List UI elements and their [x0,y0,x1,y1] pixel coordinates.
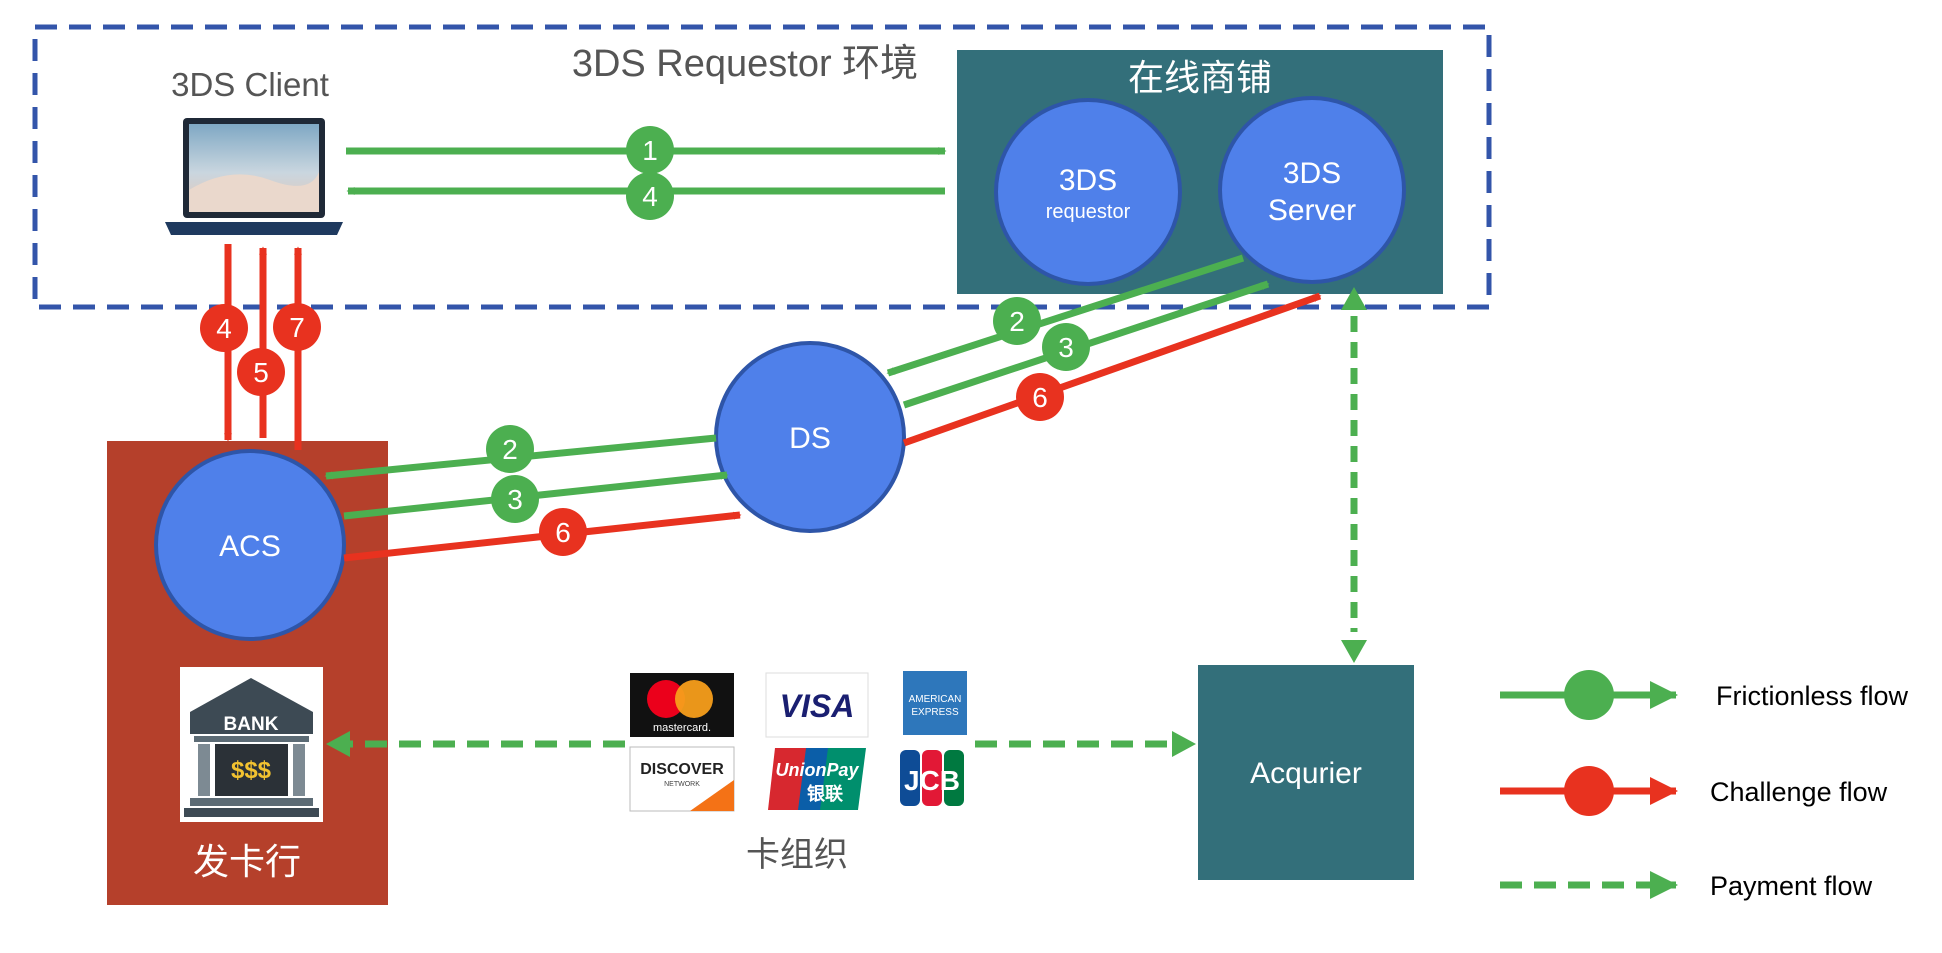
svg-text:银联: 银联 [807,783,843,804]
laptop-icon [165,118,343,235]
svg-text:4: 4 [642,181,658,212]
svg-text:7: 7 [289,312,305,343]
payment-arrowhead-acquirer [1172,731,1196,757]
svg-text:NETWORK: NETWORK [664,781,700,788]
step-badge-1: 1 [626,126,674,174]
step-badge-2-server: 2 [993,297,1041,345]
payment-arrowhead-down [1341,640,1367,663]
svg-text:JCB: JCB [904,765,960,796]
svg-text:3: 3 [1058,332,1074,363]
step-badge-7-client: 7 [273,303,321,351]
svg-text:2: 2 [502,434,518,465]
legend-frictionless-label: Frictionless flow [1716,681,1909,711]
svg-text:1: 1 [642,135,658,166]
svg-text:AMERICAN: AMERICAN [909,694,962,705]
acquirer-label: Acqurier [1250,757,1362,790]
svg-text:mastercard.: mastercard. [653,722,711,734]
bank-sign: BANK [224,714,279,735]
payment-arrowhead-up [1341,287,1367,310]
step-badge-3-server: 3 [1042,323,1090,371]
3ds-server-subtitle: Server [1268,194,1356,227]
card-organization-label: 卡组织 [746,836,848,874]
unionpay-logo: UnionPay 银联 [768,748,866,810]
ds-label: DS [789,422,831,455]
step-badge-2-acs: 2 [486,425,534,473]
legend-payment: Payment flow [1500,871,1873,901]
step-badge-3-acs: 3 [491,475,539,523]
client-label: 3DS Client [171,66,329,103]
legend-payment-label: Payment flow [1710,871,1873,901]
visa-logo: VISA [765,672,869,738]
step-badge-5-client: 5 [237,348,285,396]
step-badge-6-acs: 6 [539,508,587,556]
legend: Frictionless flow Challenge flow Payment… [1500,670,1909,901]
svg-text:6: 6 [1032,382,1048,413]
svg-text:EXPRESS: EXPRESS [911,707,959,718]
payment-arrowhead-issuer [326,731,350,757]
flow-2-server-to-ds [886,254,1245,377]
requestor-environment-boundary [32,24,1492,310]
acquirer-box [1198,665,1414,880]
bank-icon: BANK $$$ [180,667,323,822]
legend-frictionless: Frictionless flow [1500,670,1909,720]
discover-logo: DISCOVER NETWORK [629,746,735,812]
step-badge-6-server: 6 [1016,373,1064,421]
acs-label: ACS [219,530,281,563]
3ds-requestor-subtitle: requestor [1046,201,1131,223]
step-badge-4-client: 4 [200,304,248,352]
3ds-requestor-node: 3DS requestor [994,98,1182,286]
3ds-server-node: 3DS Server [1218,96,1406,284]
legend-challenge: Challenge flow [1500,766,1888,816]
flow-6-ds-to-server [902,292,1322,447]
svg-text:6: 6 [555,517,571,548]
svg-text:2: 2 [1009,306,1025,337]
svg-text:VISA: VISA [780,688,855,724]
svg-text:UnionPay: UnionPay [775,760,859,780]
svg-text:3: 3 [507,484,523,515]
legend-challenge-label: Challenge flow [1710,777,1888,807]
acs-node: ACS [154,449,346,641]
mastercard-logo: mastercard. [630,673,734,737]
3ds-requestor-title: 3DS [1059,164,1117,197]
ds-node: DS [714,341,906,533]
jcb-logo: JCB [900,750,964,806]
3ds-server-title: 3DS [1283,157,1341,190]
svg-text:5: 5 [253,357,269,388]
svg-text:4: 4 [216,313,232,344]
online-shop-title: 在线商铺 [1128,57,1272,98]
requestor-environment-label: 3DS Requestor 环境 [572,43,918,85]
amex-logo: AMERICAN EXPRESS [903,671,967,735]
bank-money: $$$ [231,757,272,784]
issuer-label: 发卡行 [193,841,301,882]
step-badge-4-top: 4 [626,172,674,220]
svg-text:DISCOVER: DISCOVER [640,761,724,778]
